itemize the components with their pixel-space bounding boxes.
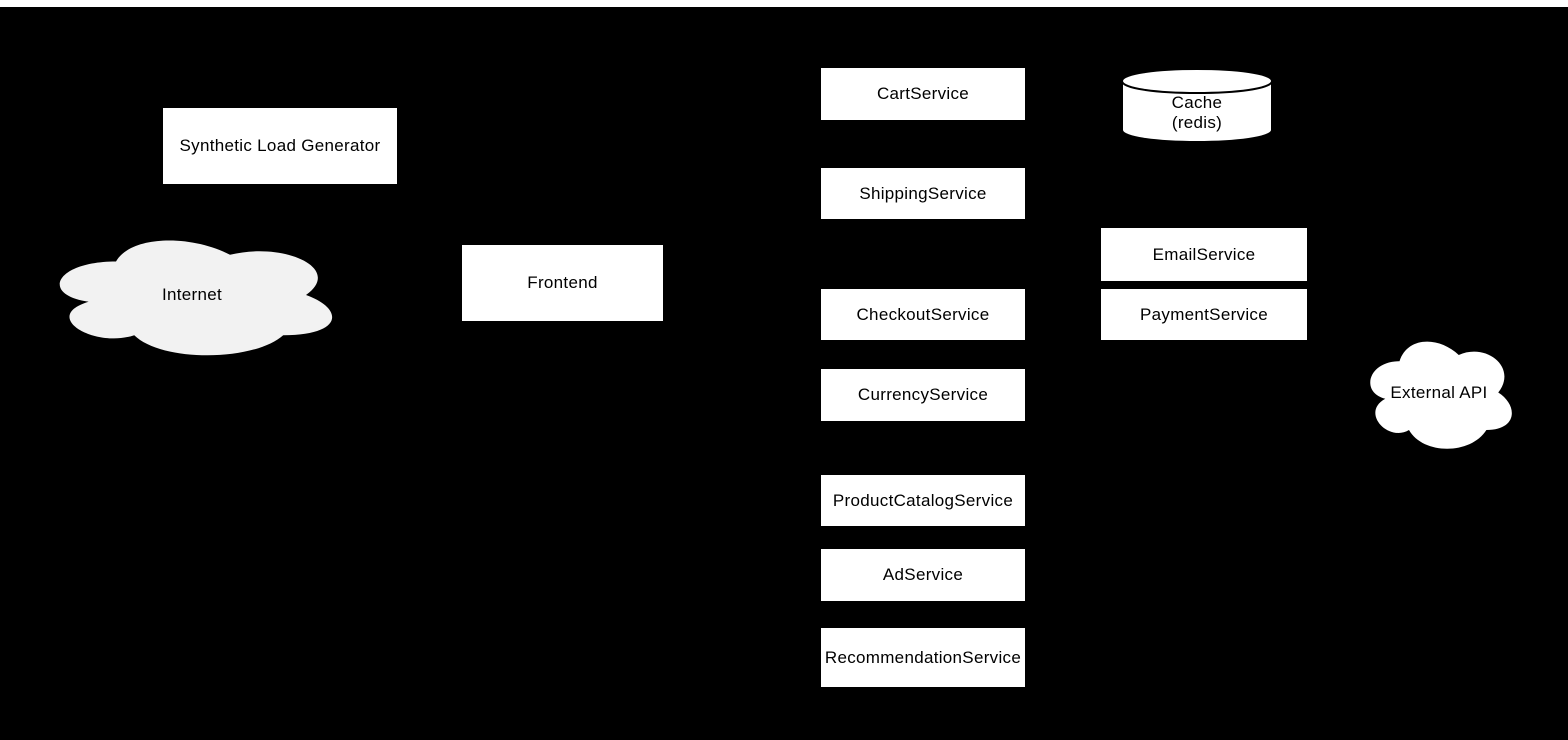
node-email-service: EmailService (1101, 228, 1307, 281)
cloud-icon (59, 240, 333, 356)
node-recommendation-service: RecommendationService (821, 628, 1025, 687)
node-label: Cache (redis) (1121, 82, 1273, 143)
cloud-icon (1370, 341, 1512, 449)
top-strip (0, 0, 1568, 7)
node-label: Synthetic Load Generator (179, 136, 381, 155)
node-label: PaymentService (1140, 304, 1268, 324)
node-cache-redis: Cache (redis) (1121, 68, 1273, 143)
node-synthetic-load-generator: Synthetic Load Generator (163, 108, 397, 184)
node-label: CheckoutService (856, 304, 990, 324)
node-label: RecommendationService (824, 647, 1022, 667)
node-label: CartService (876, 84, 970, 103)
node-ad-service: AdService (821, 549, 1025, 601)
node-internet: Internet (40, 228, 344, 362)
node-currency-service: CurrencyService (821, 369, 1025, 421)
node-label: Frontend (527, 273, 598, 292)
node-label: AdService (882, 565, 964, 584)
node-external-api: External API (1360, 330, 1518, 455)
node-label: External API (1390, 382, 1488, 402)
cache-label-line2: (redis) (1171, 112, 1223, 132)
cache-label-line1: Cache (1171, 92, 1223, 112)
node-label: EmailService (1152, 244, 1256, 264)
node-payment-service: PaymentService (1101, 289, 1307, 340)
node-label: ProductCatalogService (832, 490, 1014, 510)
node-label: Internet (161, 285, 223, 304)
node-label: CurrencyService (857, 385, 989, 404)
node-checkout-service: CheckoutService (821, 289, 1025, 340)
node-frontend: Frontend (462, 245, 663, 321)
database-cylinder-icon (1121, 68, 1273, 143)
node-cart-service: CartService (821, 68, 1025, 120)
node-product-catalog-service: ProductCatalogService (821, 475, 1025, 526)
node-label: ShippingService (859, 183, 987, 203)
node-shipping-service: ShippingService (821, 168, 1025, 219)
